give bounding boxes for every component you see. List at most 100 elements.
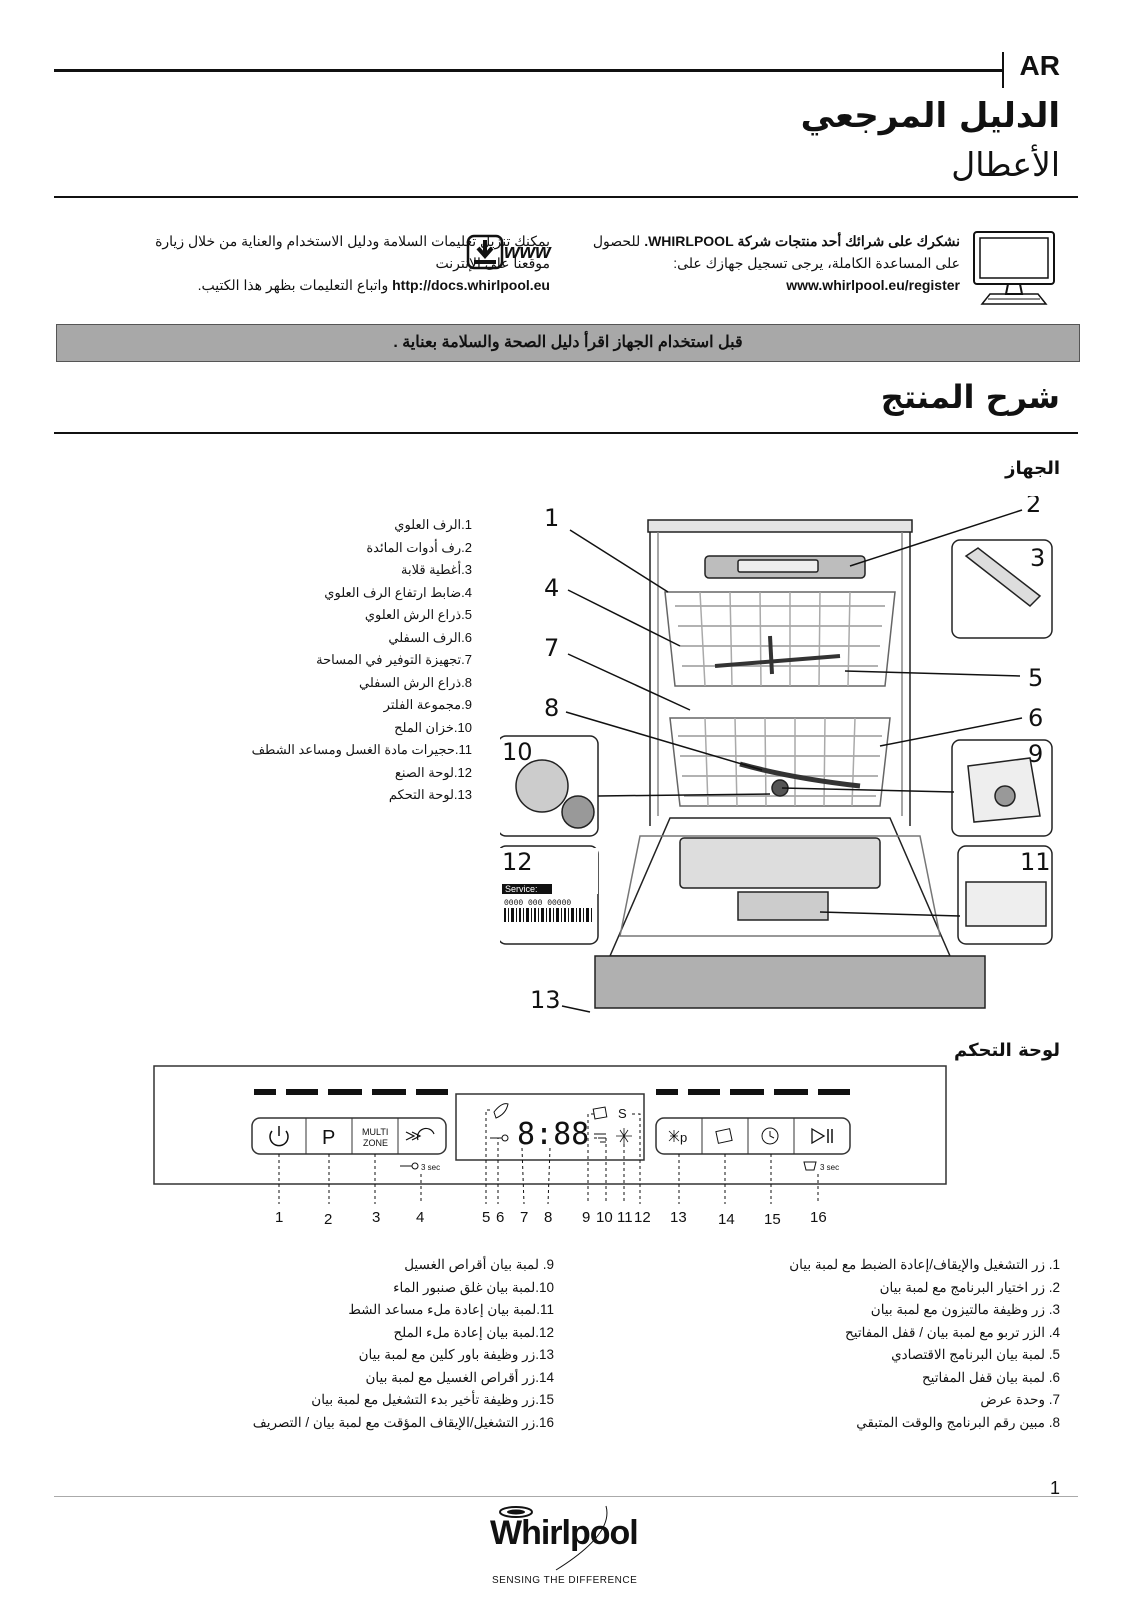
list-item: 3. زر وظيفة مالتيزون مع لمبة بيان: [870, 1302, 1060, 1317]
list-item: 9.مجموعة الفلتر: [383, 697, 472, 712]
drain-icon: [803, 1161, 817, 1171]
start-pause-button[interactable]: [811, 1127, 833, 1145]
list-item: 4.ضابط ارتفاع الرف العلوي: [324, 584, 472, 600]
callout-5: 5: [1028, 664, 1043, 692]
panel-num-1: 1: [275, 1209, 283, 1226]
barcode: [504, 908, 592, 922]
list-item: 6. لمبة بيان قفل المفاتيح: [921, 1369, 1060, 1385]
title-rule: [54, 196, 1078, 198]
list-item: 14.زر أقراص الغسيل مع لمبة بيان: [365, 1369, 554, 1385]
list-item: 7.تجهيزة التوفير في المساحة: [316, 652, 472, 667]
header-rule-tick: [1002, 52, 1004, 88]
register-url[interactable]: www.whirlpool.eu/register: [786, 277, 960, 293]
panel-num-7: 7: [520, 1209, 528, 1226]
download-text: يمكنك تنزيل تعليمات السلامة ودليل الاستخ…: [70, 230, 550, 296]
list-item: 16.زر التشغيل/الإيقاف المؤقت مع لمبة بيا…: [252, 1414, 554, 1430]
register-text: نشكرك على شرائك أحد منتجات شركة WHIRLPOO…: [540, 230, 960, 296]
list-item: 2. زر اختيار البرنامج مع لمبة بيان: [879, 1279, 1060, 1295]
program-button[interactable]: P: [322, 1127, 335, 1149]
brand-logo: Whirlpool: [490, 1514, 639, 1552]
list-item: 10.لمبة بيان غلق صنبور الماء: [393, 1279, 554, 1295]
delay-start-button[interactable]: [761, 1127, 779, 1145]
list-item: 1. زر التشغيل والإيقاف/إعادة الضبط مع لم…: [789, 1257, 1060, 1272]
callout-3: 3: [1030, 544, 1045, 572]
list-item: 13.زر وظيفة باور كلين مع لمبة بيان: [358, 1347, 554, 1362]
section-rule: [54, 432, 1078, 434]
callout-13: 13: [530, 986, 561, 1014]
parts-list: 1.الرف العلوي 2.رف أدوات المائدة 3.أغطية…: [212, 514, 472, 807]
panel-num-11: 11: [617, 1209, 633, 1226]
callout-6: 6: [1028, 704, 1043, 732]
list-item: 8. مبين رقم البرنامج والوقت المتبقي: [856, 1414, 1060, 1430]
control-panel-title: لوحة التحكم: [953, 1040, 1060, 1061]
callout-12: 12: [502, 848, 533, 876]
list-item: 4. الزر تربو مع لمبة بيان / قفل المفاتيح: [845, 1324, 1060, 1340]
list-item: 1.الرف العلوي: [394, 517, 472, 532]
download-line1: يمكنك تنزيل تعليمات السلامة ودليل الاستخ…: [155, 233, 550, 249]
list-item: 12.لمبة بيان إعادة ملء الملح: [393, 1324, 554, 1340]
multizone-label-2[interactable]: ZONE: [363, 1138, 388, 1148]
appliance-title: الجهاز: [1005, 458, 1060, 479]
hold-label-right: 3 sec: [820, 1163, 839, 1172]
header-rule: [54, 69, 1004, 72]
callout-10: 10: [502, 738, 533, 766]
list-item: 6.الرف السفلي: [388, 629, 472, 645]
list-item: 13.لوحة التحكم: [388, 787, 472, 802]
callout-9: 9: [1028, 740, 1043, 768]
section-title: شرح المنتج: [880, 378, 1060, 416]
panel-num-4: 4: [416, 1209, 424, 1226]
list-item: 10.خزان الملح: [394, 719, 472, 735]
page-title: الدليل المرجعي: [800, 96, 1060, 136]
multizone-label-1[interactable]: MULTI: [362, 1127, 388, 1137]
language-code: AR: [1019, 50, 1060, 81]
callout-2: 2: [1026, 496, 1041, 518]
download-icon: www: [466, 234, 556, 278]
page-number: 1: [1049, 1478, 1060, 1498]
callout-7: 7: [544, 634, 559, 662]
list-item: 3.أغطية قلابة: [401, 562, 472, 577]
download-line3: واتباع التعليمات بظهر هذا الكتيب.: [197, 277, 393, 293]
list-item: 15.زر وظيفة تأخير بدء التشغيل مع لمبة بي…: [311, 1392, 554, 1407]
panel-num-2: 2: [324, 1211, 332, 1228]
turbo-button[interactable]: [405, 1127, 435, 1141]
panel-num-12: 12: [634, 1209, 651, 1226]
callout-1: 1: [544, 504, 559, 532]
list-item: 9. لمبة بيان أقراص الغسيل: [404, 1257, 554, 1272]
list-item: 8.ذراع الرش السفلي: [358, 674, 472, 690]
panel-num-9: 9: [582, 1209, 590, 1226]
tablet-indicator-icon: [592, 1106, 608, 1120]
page-subtitle: الأعطال: [951, 145, 1060, 184]
list-item: 5. لمبة بيان البرنامج الاقتصادي: [891, 1347, 1060, 1362]
list-item: 11.لمبة بيان إعادة ملء مساعد الشط: [348, 1302, 554, 1317]
panel-num-3: 3: [372, 1209, 380, 1226]
list-item: 7. وحدة عرض: [980, 1392, 1060, 1407]
indicator-bar-left: [254, 1089, 448, 1095]
display-digits: 8:88: [517, 1117, 589, 1152]
panel-num-15: 15: [764, 1211, 781, 1228]
hold-label-left: 3 sec: [421, 1163, 440, 1172]
dishwasher-diagram: Service: 0000 000 00000 1 2 3 4 5 6 7 8 …: [500, 496, 1053, 1014]
download-line2: موقعنا على الإنترنت: [435, 255, 550, 271]
salt-indicator: S: [618, 1106, 627, 1121]
tablet-button[interactable]: [715, 1128, 733, 1144]
list-item: 2.رف أدوات المائدة: [366, 539, 472, 555]
download-url[interactable]: http://docs.whirlpool.eu: [392, 277, 550, 293]
register-line2: على المساعدة الكاملة، يرجى تسجيل جهازك ع…: [673, 255, 960, 271]
panel-num-13: 13: [670, 1209, 687, 1226]
list-item: 11.حجيرات مادة الغسل ومساعد الشطف: [251, 742, 472, 757]
indicator-bar-right: [656, 1089, 850, 1095]
svg-text:p: p: [680, 1130, 687, 1145]
callout-11: 11: [1020, 848, 1051, 876]
key-icon: [400, 1162, 419, 1170]
power-button[interactable]: [269, 1126, 289, 1147]
panel-num-5: 5: [482, 1209, 490, 1226]
powerclean-button[interactable]: p: [668, 1130, 687, 1145]
callout-8: 8: [544, 694, 559, 722]
safety-banner: قبل استخدام الجهاز اقرأ دليل الصحة والسل…: [56, 324, 1080, 362]
control-panel-diagram: P MULTI ZONE 3 sec 8:88 S p 3 sec: [153, 1065, 947, 1228]
list-item: 5.ذراع الرش العلوي: [364, 607, 472, 622]
plate-service-label: Service:: [505, 884, 538, 894]
rinse-aid-icon: [616, 1128, 632, 1144]
eco-icon: [493, 1103, 509, 1119]
panel-num-16: 16: [810, 1209, 827, 1226]
